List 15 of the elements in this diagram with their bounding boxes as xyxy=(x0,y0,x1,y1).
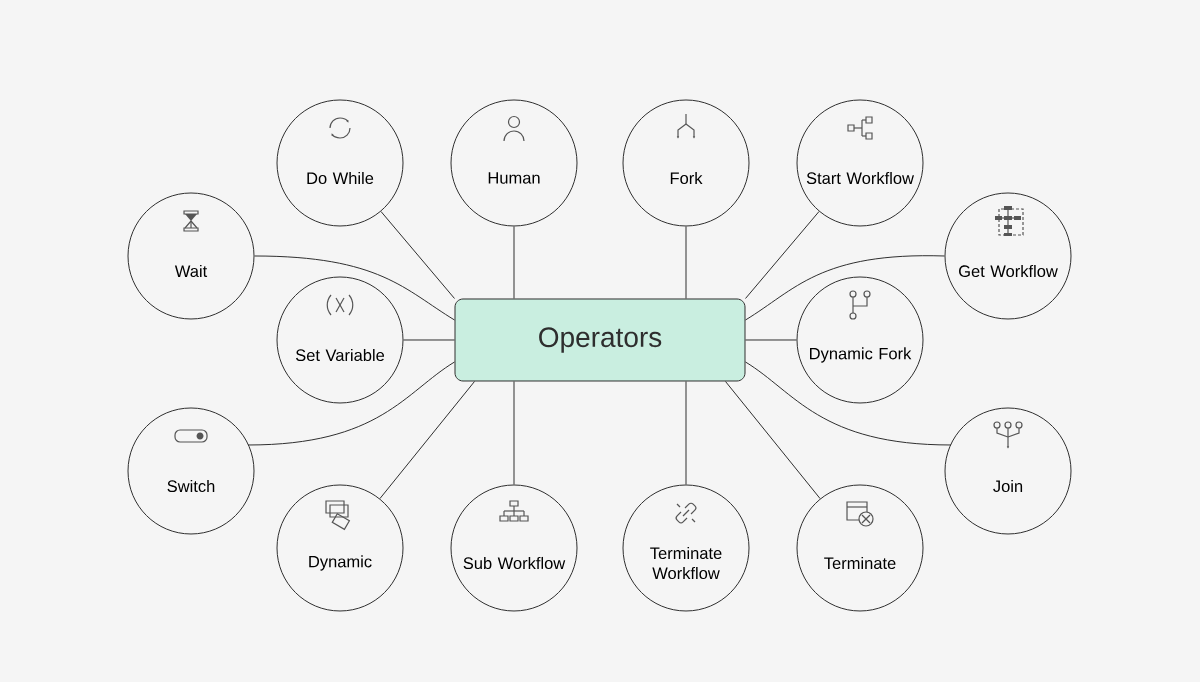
connector-line xyxy=(379,381,475,500)
connector-line xyxy=(254,255,455,321)
connector-line xyxy=(380,211,455,299)
connector-line xyxy=(745,211,820,299)
connector-line xyxy=(247,361,455,446)
connector-line xyxy=(725,381,821,500)
connector-line xyxy=(513,381,515,485)
connector-line xyxy=(745,361,952,446)
connector-line xyxy=(403,339,455,341)
connector-line xyxy=(513,226,515,299)
connector-line xyxy=(745,339,797,341)
connector-line xyxy=(745,255,945,321)
connector-line xyxy=(685,381,687,485)
connector-line xyxy=(685,226,687,299)
title-box: Operators xyxy=(454,298,746,382)
